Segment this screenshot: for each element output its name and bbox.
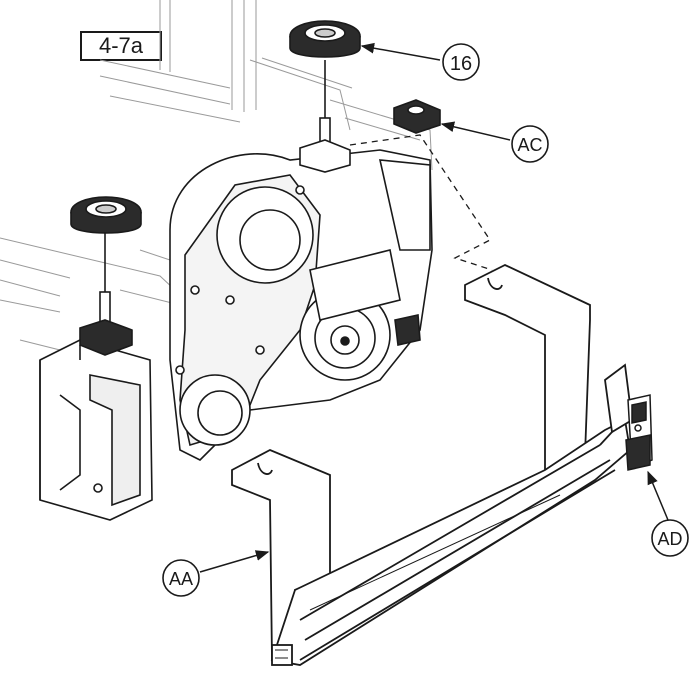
callout-16: 16 [442,43,480,81]
callout-ad-label: AD [657,529,682,549]
chassis-frame-lines [0,0,433,351]
rear-latch [625,394,653,471]
knob-top [289,20,361,173]
callout-ad: AD [651,519,689,557]
wing-nut [393,99,441,134]
callout-ac: AC [511,125,549,163]
callout-aa-label: AA [169,569,193,589]
gearbox-housing [169,149,433,461]
leader-lines [199,42,669,573]
left-frame-bracket [39,339,153,521]
callout-ac-label: AC [517,135,542,155]
callout-16-label: 16 [450,53,472,75]
assembly-path-dashed [349,134,493,271]
callout-aa: AA [162,559,200,597]
knob-left [70,196,142,356]
figure-label: 4-7a [80,31,162,61]
mounting-bracket [231,263,633,666]
